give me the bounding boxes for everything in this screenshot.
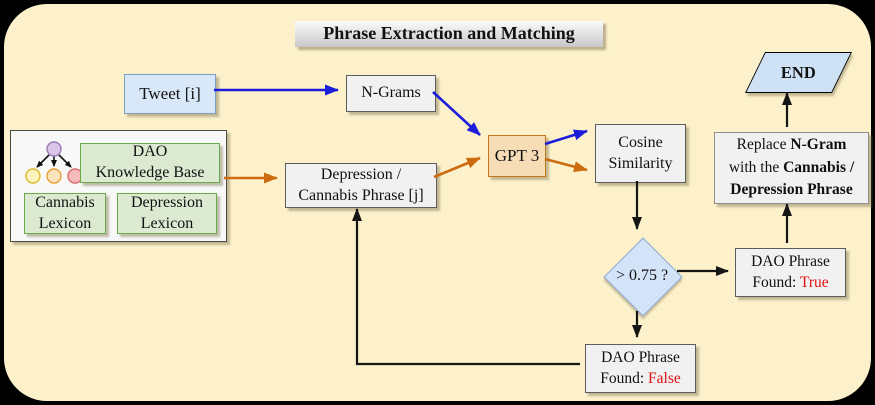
cannabis-lexicon-node: Cannabis Lexicon xyxy=(24,193,106,234)
phrase-node: Depression / Cannabis Phrase [j] xyxy=(285,163,437,208)
replace-ngram-node: Replace N-Gram with the Cannabis / Depre… xyxy=(714,132,869,204)
end-label: END xyxy=(781,62,816,82)
cosine-line1: Cosine xyxy=(618,133,663,151)
found-true-line2: Found: True xyxy=(752,273,829,291)
found-false-line1: DAO Phrase xyxy=(601,349,680,367)
cosine-line2: Similarity xyxy=(608,154,673,172)
replace-line2: with the Cannabis / xyxy=(728,158,855,176)
ngrams-node: N-Grams xyxy=(346,75,436,112)
gpt3-node: GPT 3 xyxy=(488,135,546,177)
decision-label: > 0.75 ? xyxy=(615,267,669,284)
cannabis-lexicon-line2: Lexicon xyxy=(38,214,92,232)
diagram-title: Phrase Extraction and Matching xyxy=(295,21,603,47)
depression-lexicon-node: Depression Lexicon xyxy=(117,193,217,234)
phrase-line2: Cannabis Phrase [j] xyxy=(298,186,424,204)
depression-lexicon-line1: Depression xyxy=(131,193,203,211)
cosine-similarity-node: Cosine Similarity xyxy=(595,124,686,183)
depression-lexicon-line2: Lexicon xyxy=(140,214,194,232)
phrase-line1: Depression / xyxy=(320,165,402,183)
dao-found-false-node: DAO Phrase Found: False xyxy=(585,344,696,393)
hierarchy-tree-icon xyxy=(25,141,83,184)
dao-kb-line2: Knowledge Base xyxy=(95,164,205,181)
replace-line1: Replace N-Gram xyxy=(736,136,847,154)
dao-knowledge-base-node: DAO Knowledge Base xyxy=(80,143,220,183)
dao-knowledge-container: DAO Knowledge Base Cannabis Lexicon Depr… xyxy=(10,130,227,242)
replace-line3: Depression Phrase xyxy=(730,181,853,199)
dao-kb-line1: DAO xyxy=(132,143,168,161)
cannabis-lexicon-line1: Cannabis xyxy=(35,193,95,211)
found-true-line1: DAO Phrase xyxy=(751,253,830,271)
found-true-value: True xyxy=(799,273,829,291)
dao-found-true-node: DAO Phrase Found: True xyxy=(735,248,846,297)
found-false-line2: Found: False xyxy=(600,369,681,387)
found-false-value: False xyxy=(648,369,681,387)
tweet-node: Tweet [i] xyxy=(124,74,216,114)
end-node: END xyxy=(745,52,852,93)
